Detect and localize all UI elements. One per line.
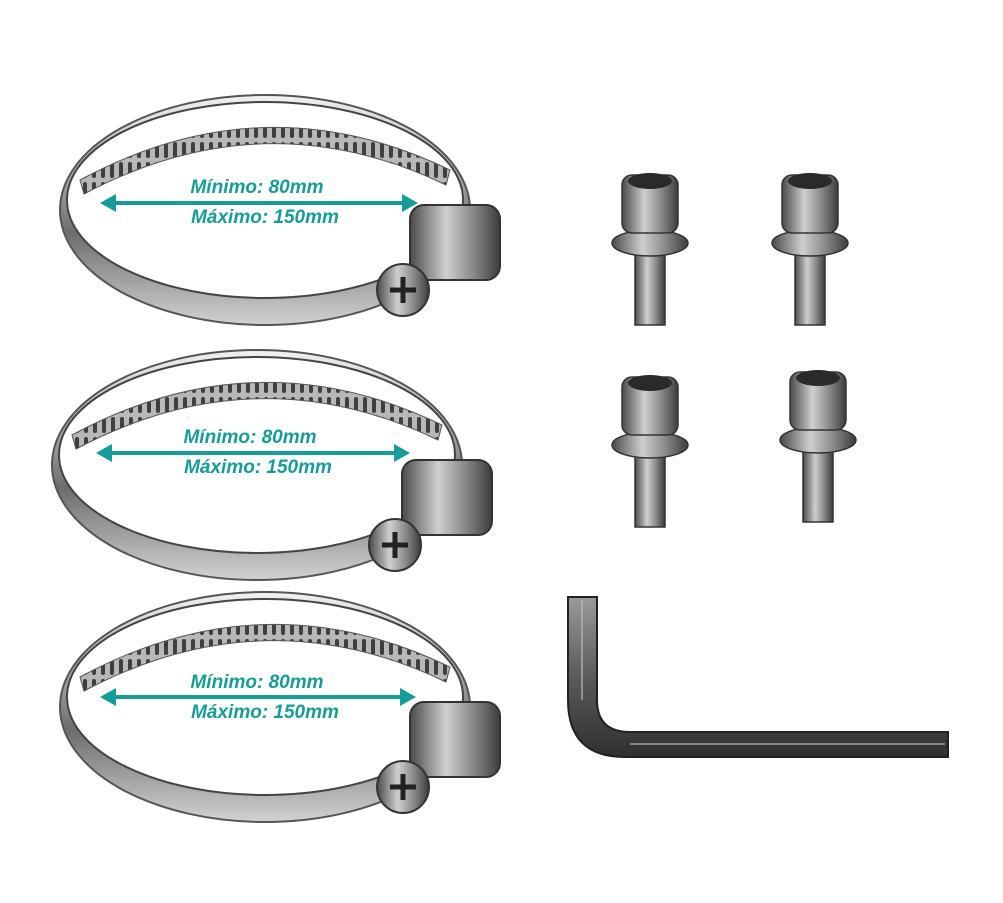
clamp-2-min-label: Mínimo: 80mm <box>183 427 317 448</box>
clamp-2-max-label: Máximo: 150mm <box>184 457 332 478</box>
hex-key-icon <box>567 596 949 758</box>
dimension-arrow-icon <box>100 688 416 706</box>
socket-bolt-icon <box>779 370 857 523</box>
clamp-3-min-label: Mínimo: 80mm <box>190 672 324 693</box>
socket-bolt-icon <box>771 173 849 326</box>
clamp-1-max-label: Máximo: 150mm <box>191 207 339 228</box>
socket-bolt-icon <box>611 375 689 528</box>
hose-clamp-icon <box>59 94 501 326</box>
dimension-arrow-icon <box>96 444 410 462</box>
clamp-3-max-label: Máximo: 150mm <box>191 702 339 723</box>
socket-bolt-icon <box>611 173 689 326</box>
clamp-1-min-label: Mínimo: 80mm <box>190 177 324 198</box>
dimension-arrow-icon <box>100 194 418 212</box>
